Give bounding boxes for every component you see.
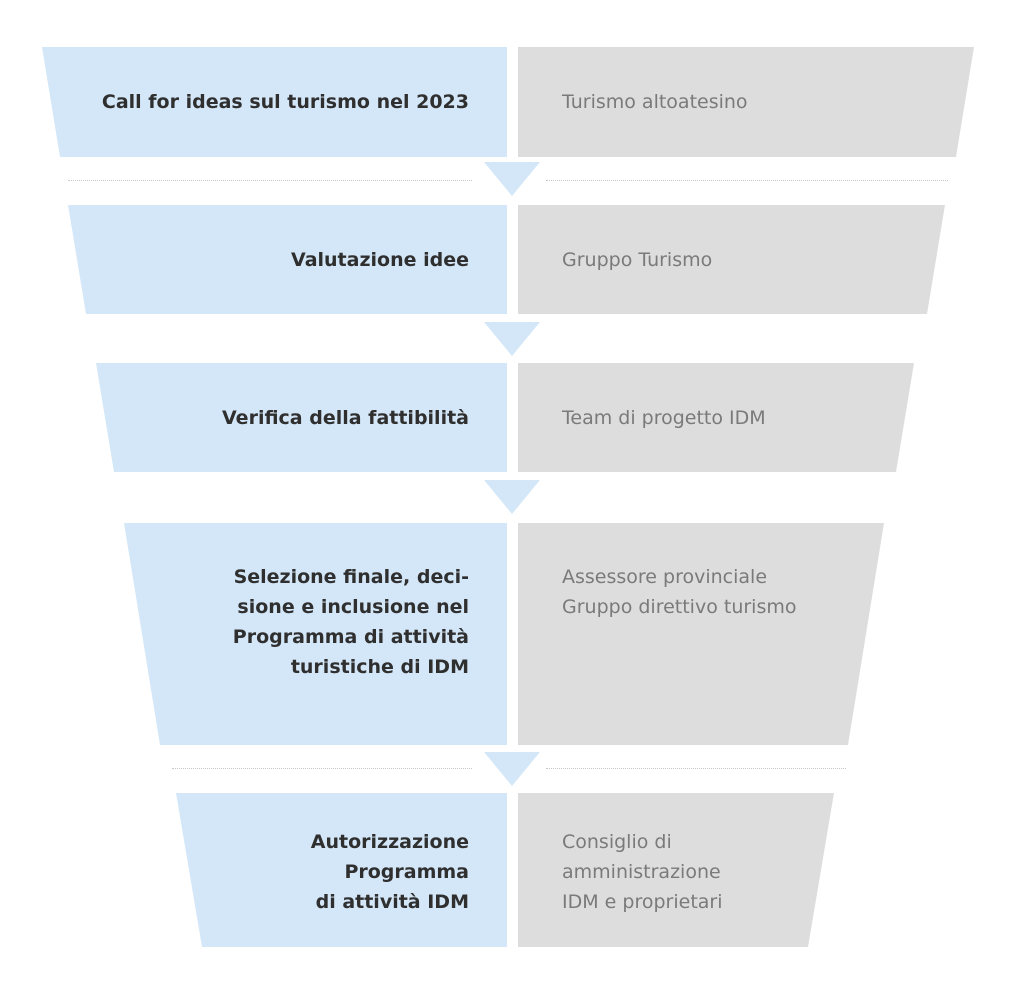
- divider-2-right: [546, 768, 846, 769]
- funnel-step-2-label: Valutazione idee: [291, 245, 469, 275]
- funnel-step-4-label-line-1: Selezione finale, deci-: [233, 566, 469, 588]
- funnel-step-1-owner-line: Turismo altoatesino: [562, 91, 748, 113]
- funnel-step-5-label-line-2: Programma: [344, 861, 469, 883]
- funnel-arrow-1: [484, 162, 540, 196]
- funnel-step-3-label-line: Verifica della fattibilità: [222, 407, 469, 429]
- funnel-step-1-label-line: Call for ideas sul turismo nel 2023: [101, 91, 469, 113]
- funnel-step-3-right-panel: [518, 363, 914, 472]
- funnel-step-4-label: Selezione finale, deci- sione e inclusio…: [233, 562, 469, 682]
- funnel-step-2-label-line: Valutazione idee: [291, 249, 469, 271]
- funnel-step-3-left-panel: [96, 363, 507, 472]
- funnel-step-2-left-panel: [68, 205, 507, 314]
- funnel-step-5-left-panel: [176, 793, 507, 947]
- funnel-step-5-label-line-3: di attività IDM: [315, 891, 469, 913]
- funnel-step-4-owner-line-2: Gruppo direttivo turismo: [562, 596, 797, 618]
- funnel-step-3-label: Verifica della fattibilità: [222, 403, 469, 433]
- funnel-step-5-right-panel: [518, 793, 834, 947]
- funnel-step-1-left-panel: [42, 47, 507, 157]
- funnel-step-5-owner-line-1: Consiglio di: [562, 831, 672, 853]
- funnel-step-1-right-panel: [518, 47, 974, 157]
- funnel-step-1-label: Call for ideas sul turismo nel 2023: [102, 87, 469, 117]
- funnel-step-4-owner: Assessore provinciale Gruppo direttivo t…: [562, 562, 797, 622]
- funnel-step-5-owner-line-2: amministrazione: [562, 861, 721, 883]
- funnel-arrow-3: [484, 480, 540, 514]
- funnel-step-4-right-panel: [518, 523, 884, 745]
- divider-1-left: [68, 180, 472, 181]
- funnel-step-5-owner: Consiglio di amministrazione IDM e propr…: [562, 827, 723, 917]
- funnel-step-1-owner: Turismo altoatesino: [562, 87, 748, 117]
- funnel-step-4-label-line-2: sione e inclusione nel: [237, 596, 469, 618]
- funnel-step-5-owner-line-3: IDM e proprietari: [562, 891, 723, 913]
- divider-2-left: [172, 768, 472, 769]
- funnel-step-4-owner-line-1: Assessore provinciale: [562, 566, 768, 588]
- funnel-step-2-owner: Gruppo Turismo: [562, 245, 712, 275]
- funnel-step-4-label-line-4: turistiche di IDM: [290, 656, 469, 678]
- funnel-step-4-label-line-3: Programma di attività: [232, 626, 469, 648]
- funnel-arrow-2: [484, 322, 540, 356]
- divider-1-right: [546, 180, 948, 181]
- funnel-step-3-owner: Team di progetto IDM: [562, 403, 766, 433]
- funnel-step-2-owner-line: Gruppo Turismo: [562, 249, 713, 271]
- funnel-step-5-label: Autorizzazione Programma di attività IDM: [311, 827, 469, 917]
- funnel-step-5-label-line-1: Autorizzazione: [310, 831, 469, 853]
- funnel-step-2-right-panel: [518, 205, 945, 314]
- funnel-arrow-4: [484, 752, 540, 786]
- funnel-step-4-left-panel: [124, 523, 507, 745]
- funnel-step-3-owner-line: Team di progetto IDM: [562, 407, 766, 429]
